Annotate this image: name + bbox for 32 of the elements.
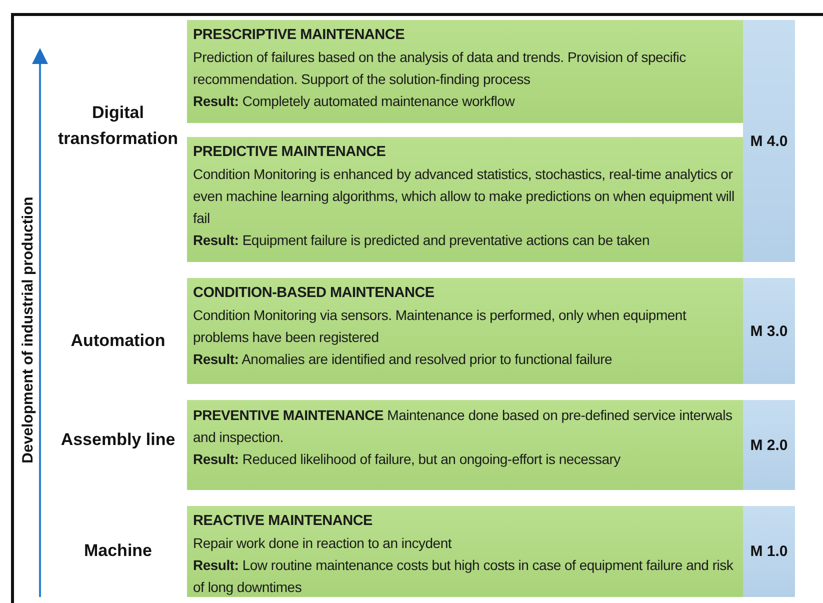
box-heading: CONDITION-BASED MAINTENANCE (193, 284, 436, 303)
box-heading: PREDICTIVE MAINTENANCE (193, 143, 387, 162)
maintenance-box (187, 137, 743, 262)
stage-label: Machine (82, 540, 154, 562)
stage-label: Digital transformation (57, 102, 179, 150)
description-text: Prediction of failures based on the analysis of data and trends. Provision of specific recommendation. Support of the solution-finding process (193, 48, 687, 89)
box-heading: PRESCRIPTIVE MAINTENANCE (193, 26, 406, 45)
description-text: Condition Monitoring is enhanced by advanced statistics, stochastics, real-time analytics or even machine learning algorithms, which allow to make predictions on when equipment will fail (193, 165, 736, 228)
result-text: Result: Reduced likelihood of failure, but an ongoing-effort is necessary (193, 450, 622, 469)
box-heading: REACTIVE MAINTENANCE (193, 512, 374, 531)
result-text: Result: Anomalies are identified and resolved prior to functional failure (193, 350, 614, 369)
description-text: PREVENTIVE MAINTENANCE Maintenance done based on pre-defined service interwals and inspection. (193, 406, 734, 447)
description-text: Condition Monitoring via sensors. Maintenance is performed, only when equipment problems have been registered (193, 306, 688, 347)
stage-label: Automation (70, 330, 166, 352)
maintenance-box (187, 278, 743, 384)
stage-label: Assembly line (60, 429, 176, 451)
result-text: Result: Equipment failure is predicted and preventative actions can be taken (193, 231, 650, 250)
result-text: Result: Completely automated maintenance workflow (193, 92, 516, 111)
level-box (743, 400, 795, 490)
maintenance-box (187, 400, 743, 490)
result-text: Result: Low routine maintenance costs but high costs in case of equipment failure and risk of long downtimes (193, 556, 734, 597)
level-label: M 1.0 (750, 543, 788, 560)
maintenance-box (187, 20, 743, 123)
description-text: Repair work done in reaction to an incydent (193, 534, 453, 553)
axis-label: Development of industrial production (20, 196, 36, 464)
level-box (743, 278, 795, 384)
level-label: M 3.0 (750, 322, 788, 340)
maintenance-box (187, 506, 743, 597)
level-label: M 2.0 (750, 436, 788, 454)
level-box (743, 506, 795, 597)
level-label: M 4.0 (750, 132, 788, 150)
level-box (743, 20, 795, 262)
